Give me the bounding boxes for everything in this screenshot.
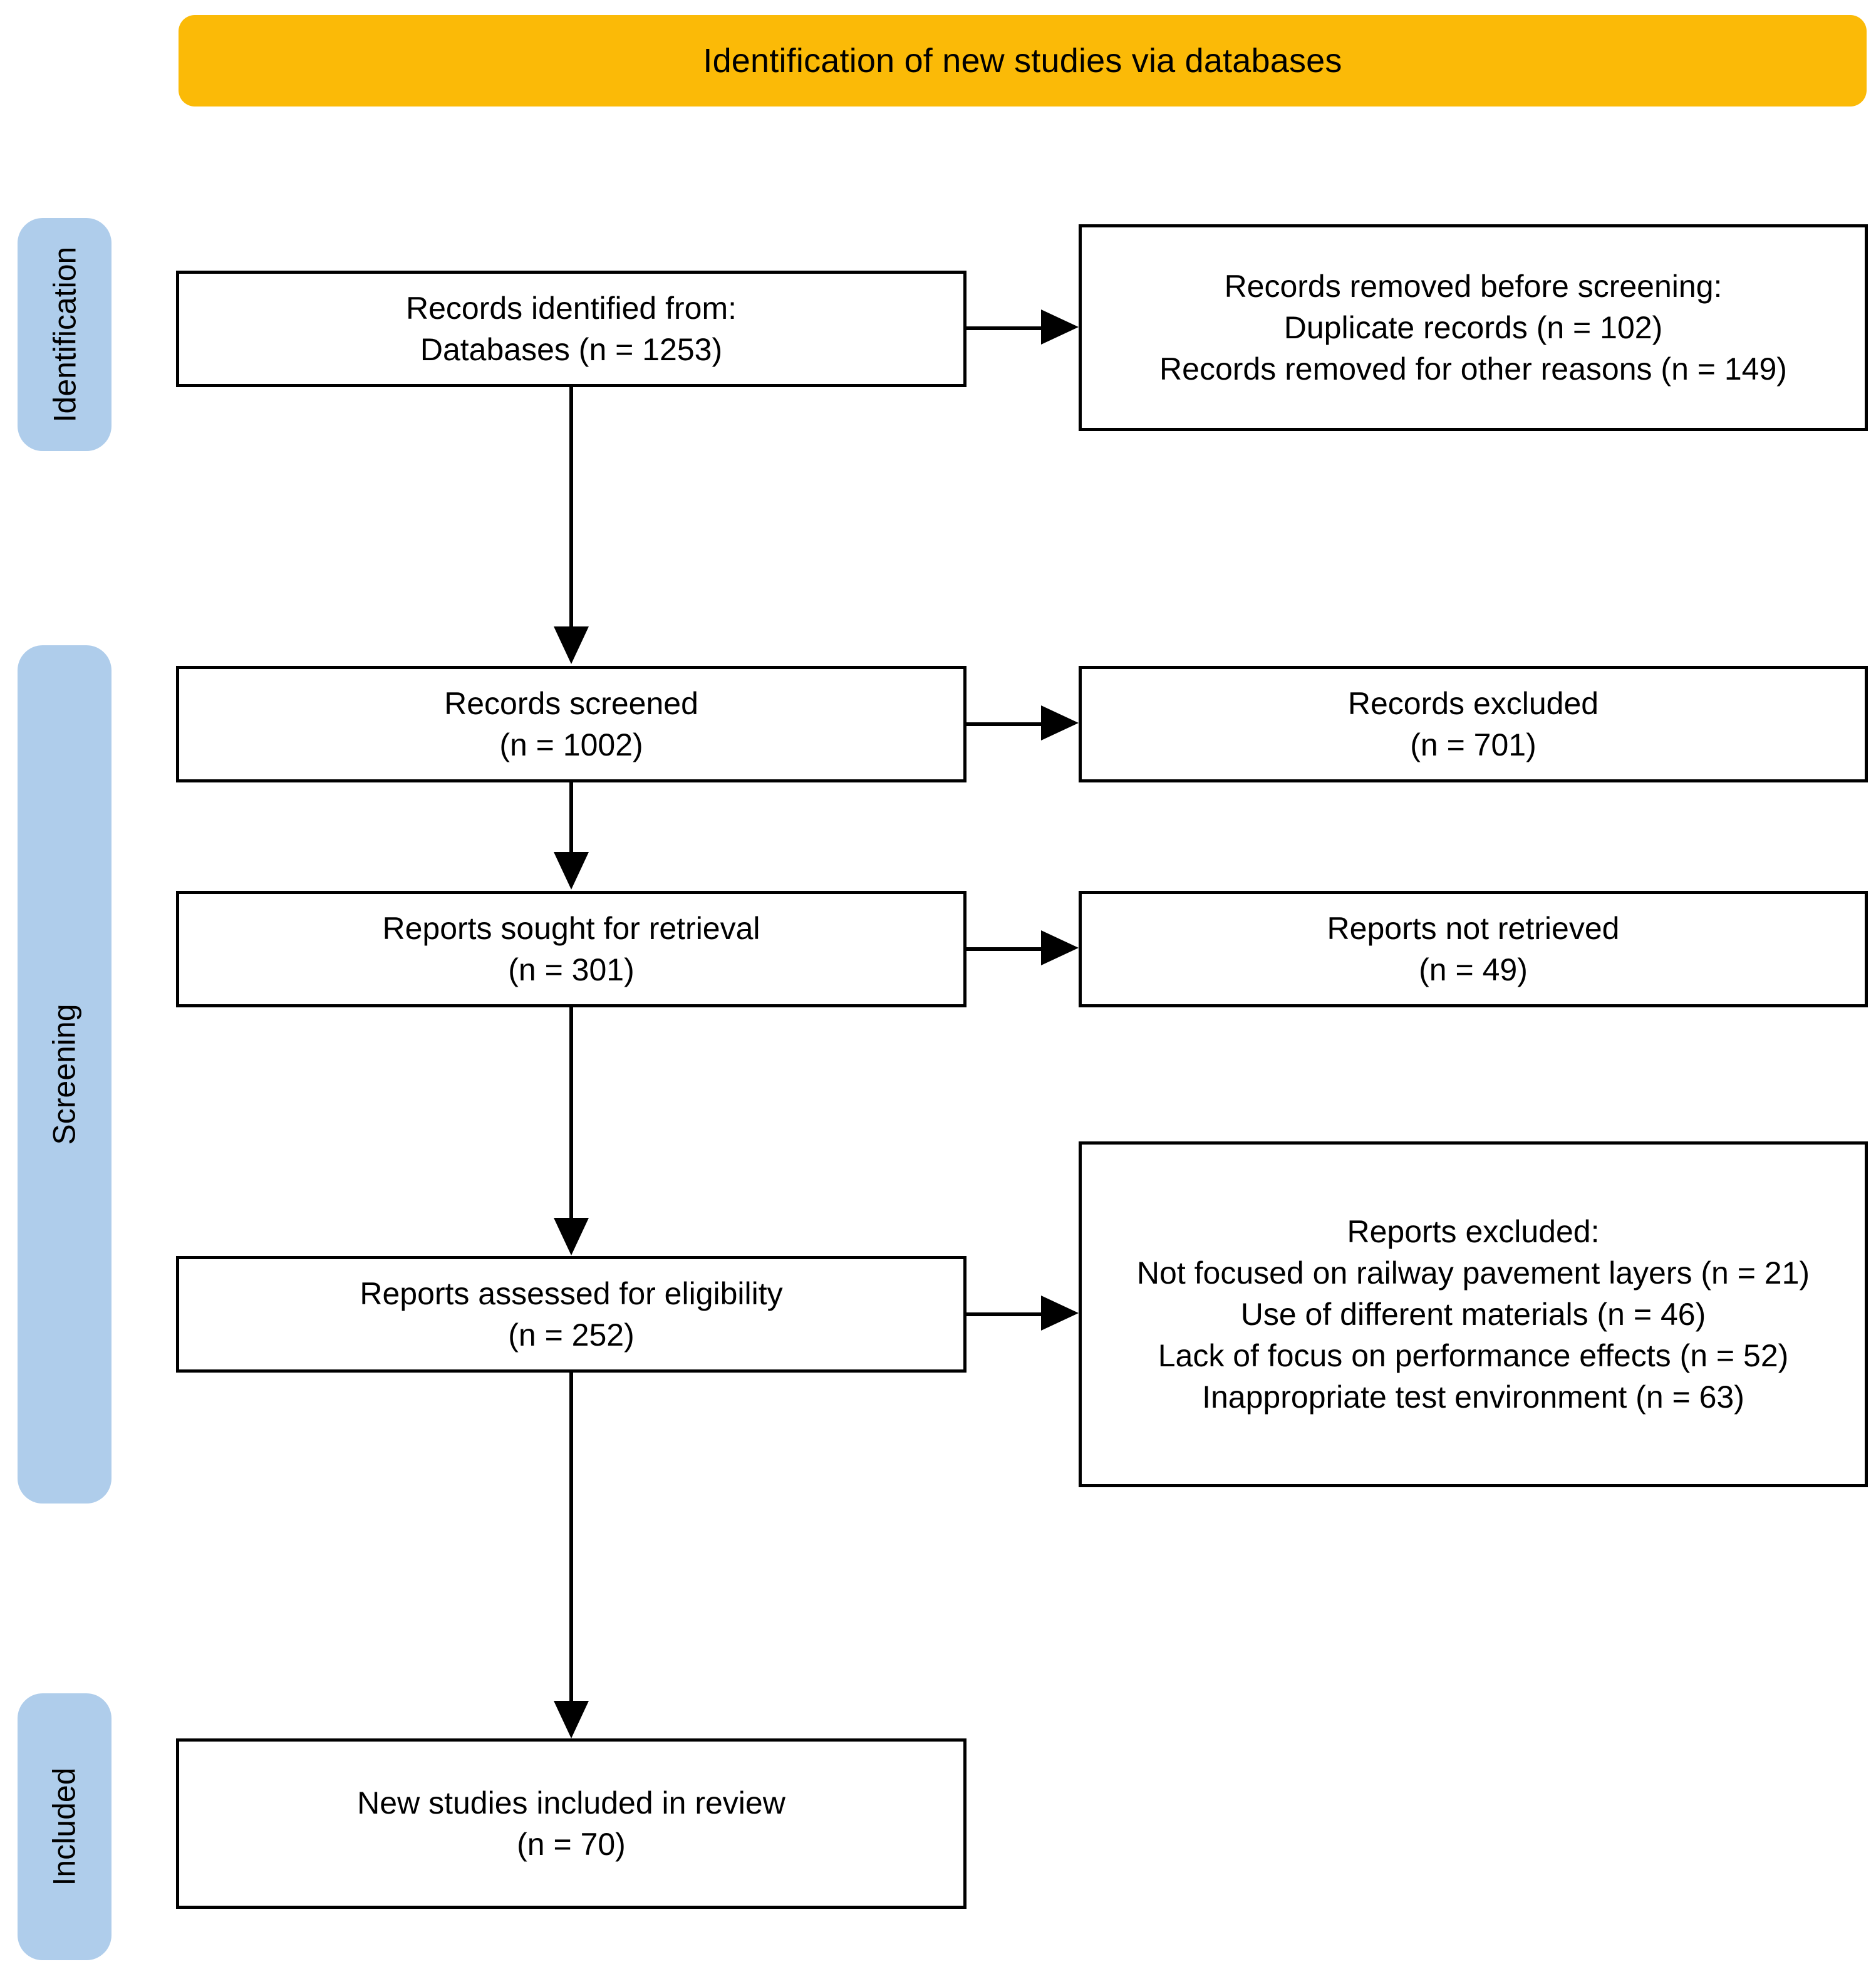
node-reports-sought-text: Reports sought for retrieval (n = 301) [382,911,760,987]
arrow-right-icon [1041,705,1079,740]
node-records-excluded: Records excluded (n = 701) [1079,666,1868,782]
connector-sought-to-not-retrieved-line [967,947,1043,951]
arrow-down-icon [554,852,589,890]
node-new-studies-included-in-review: New studies included in review (n = 70) [176,1738,967,1909]
arrow-down-icon [554,626,589,664]
arrow-right-icon [1041,309,1079,345]
node-new-studies-included-text: New studies included in review (n = 70) [357,1785,785,1862]
node-reports-sought-for-retrieval: Reports sought for retrieval (n = 301) [176,891,967,1007]
connector-sought-to-eligibility-line [569,1007,573,1220]
node-records-identified: Records identified from: Databases (n = … [176,271,967,387]
arrow-down-icon [554,1218,589,1255]
arrow-right-icon [1041,930,1079,965]
stage-label-included: Included [47,1767,83,1886]
connector-eligibility-to-included-line [569,1373,573,1703]
stage-label-screening: Screening [47,1004,82,1145]
stage-label-identification: Identification [47,246,82,423]
arrow-down-icon [554,1701,589,1738]
stage-pill-identification: Identification [18,218,111,451]
node-reports-not-retrieved: Reports not retrieved (n = 49) [1079,891,1868,1007]
connector-screened-to-excluded-line [967,722,1043,726]
node-records-screened: Records screened (n = 1002) [176,666,967,782]
node-records-screened-text: Records screened (n = 1002) [444,686,698,762]
node-reports-excluded-text: Reports excluded: Not focused on railway… [1136,1214,1810,1415]
node-records-excluded-text: Records excluded (n = 701) [1347,686,1599,762]
connector-eligibility-to-reports-excluded-line [967,1312,1043,1316]
arrow-right-icon [1041,1296,1079,1331]
node-records-removed-before-screening: Records removed before screening: Duplic… [1079,224,1868,431]
node-records-identified-text: Records identified from: Databases (n = … [405,291,737,367]
node-reports-not-retrieved-text: Reports not retrieved (n = 49) [1327,911,1620,987]
node-reports-assessed-for-eligibility: Reports assessed for eligibility (n = 25… [176,1256,967,1373]
connector-identified-to-removed-line [967,326,1043,330]
stage-pill-included: Included [18,1693,111,1960]
diagram-header-banner: Identification of new studies via databa… [179,15,1867,106]
diagram-title: Identification of new studies via databa… [703,42,1342,80]
stage-pill-screening: Screening [18,645,111,1504]
node-records-removed-text: Records removed before screening: Duplic… [1159,269,1787,387]
node-reports-excluded: Reports excluded: Not focused on railway… [1079,1141,1868,1487]
node-reports-assessed-text: Reports assessed for eligibility (n = 25… [360,1276,783,1353]
connector-screened-to-sought-line [569,782,573,854]
connector-identified-to-screened-line [569,387,573,629]
